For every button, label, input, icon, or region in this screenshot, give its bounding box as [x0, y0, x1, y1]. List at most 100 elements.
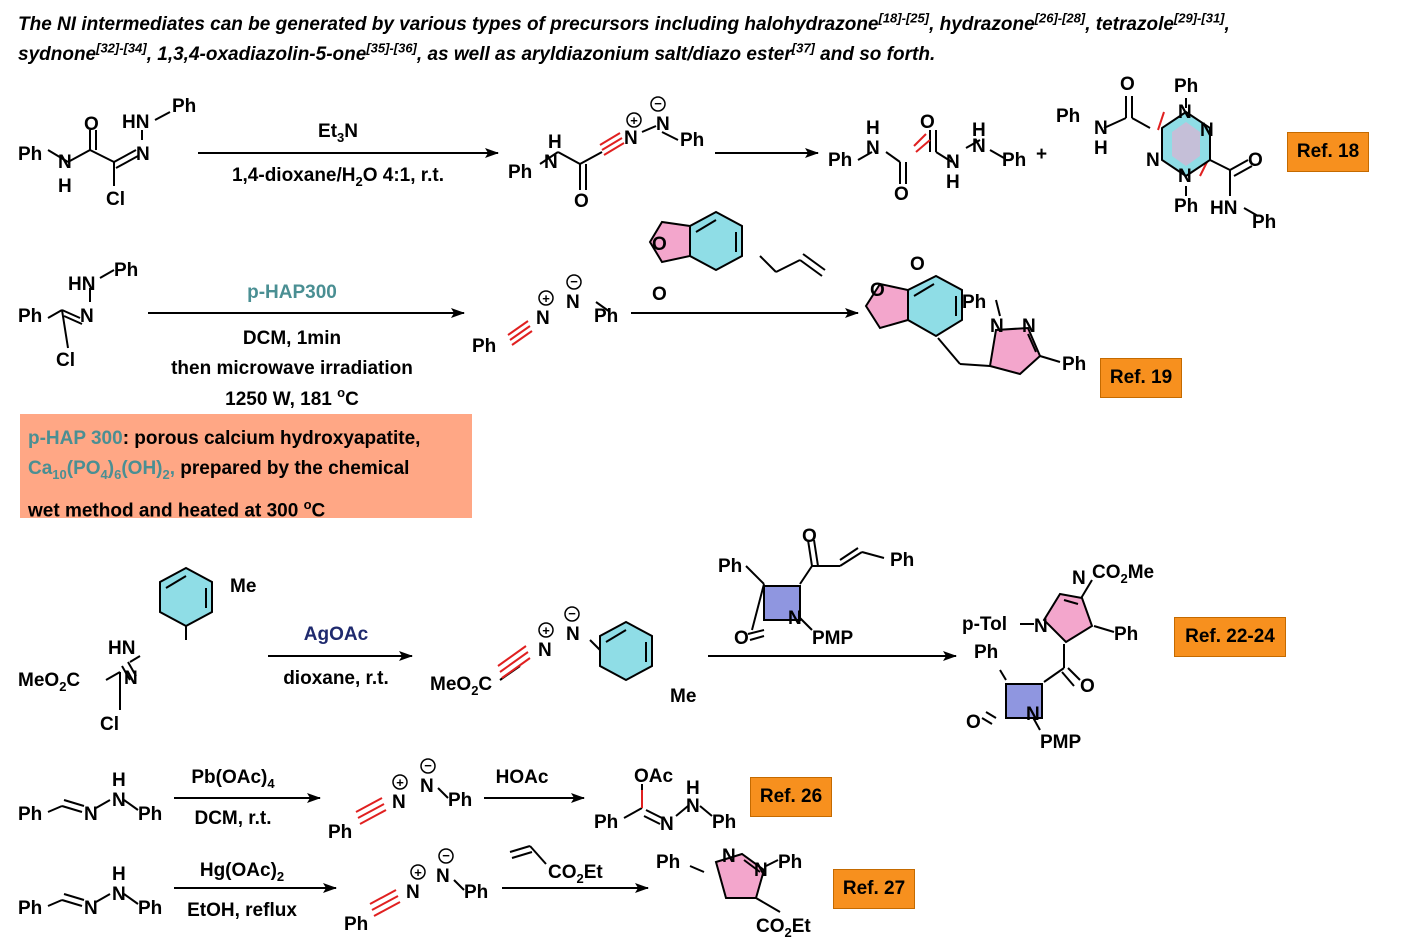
atom-label: Ph — [138, 804, 162, 825]
atom-label: N — [946, 152, 960, 173]
charge-label: + — [542, 623, 550, 638]
atom-label: H — [548, 132, 562, 153]
atom-label: Ph — [1056, 106, 1080, 127]
atom-label: H — [1094, 138, 1108, 159]
atom-label: N — [112, 790, 126, 811]
note-text: wet method and heated at 300 — [28, 500, 304, 522]
atom-label: Ph — [328, 822, 352, 843]
atom-label: C — [478, 674, 492, 695]
atom-label: HN — [108, 638, 135, 659]
atom-label: H — [686, 778, 700, 799]
atom-label: MeO — [430, 674, 471, 695]
atom-label: N — [1026, 704, 1040, 725]
atom-label: H — [58, 176, 72, 197]
intro-text: , — [1224, 14, 1230, 35]
condition-solvent: dioxane, r.t. — [283, 668, 389, 689]
intro-text: sydnone — [18, 44, 97, 65]
atom-label: Ph — [962, 292, 986, 313]
ref-badge-26: Ref. 26 — [750, 777, 832, 817]
atom-label: Ph — [472, 336, 496, 357]
atom-label: Cl — [100, 714, 119, 735]
atom-label: O — [966, 712, 981, 733]
atom-label: N — [544, 152, 558, 173]
atom-label: Ph — [778, 852, 802, 873]
atom-label: O — [1120, 74, 1135, 95]
ref-badge-18: Ref. 18 — [1287, 132, 1369, 172]
condition-reagent: Pb(OAc)4 — [191, 767, 275, 791]
atom-label: MeO — [18, 670, 59, 691]
atom-label: Ph — [508, 162, 532, 183]
note-text: prepared by the chemical — [175, 458, 410, 479]
atom-label: N — [1022, 316, 1036, 337]
formula: Ca10(PO4)6(OH)2, — [28, 458, 176, 482]
atom-label: N — [660, 814, 674, 835]
atom-label: CO — [756, 916, 785, 937]
atom-label: Ph — [18, 804, 42, 825]
atom-label: N — [420, 776, 434, 797]
atom-label: 2 — [1121, 571, 1128, 586]
atom-label: N — [1094, 118, 1108, 139]
citation: [32]-[34] — [96, 40, 147, 56]
atom-label: N — [112, 884, 126, 905]
atom-label: Ph — [172, 96, 196, 117]
atom-label: N — [536, 308, 550, 329]
intro-text: , tetrazole — [1085, 14, 1174, 35]
condition-line: 1250 W, 181 oC — [225, 385, 359, 410]
atom-label: Ph — [18, 144, 42, 165]
atom-label: N — [1072, 568, 1086, 589]
atom-label: N — [686, 796, 700, 817]
atom-label: Ph — [464, 882, 488, 903]
citation: [26]-[28] — [1034, 10, 1086, 26]
atom-label: O — [870, 280, 885, 301]
citation: [18]-[25] — [878, 10, 930, 26]
atom-label: Ph — [1174, 76, 1198, 97]
atom-label: N — [392, 792, 406, 813]
atom-label: Ph — [718, 556, 742, 577]
atom-label: HN — [68, 274, 95, 295]
atom-label: N — [1034, 616, 1048, 637]
condition-reagent: HOAc — [496, 767, 549, 788]
atom-label: O — [802, 526, 817, 547]
condition-solvent: EtOH, reflux — [187, 900, 297, 921]
atom-label: N — [124, 668, 138, 689]
ref-badge-27: Ref. 27 — [833, 869, 915, 909]
atom-label: N — [84, 898, 98, 919]
atom-label: HN — [1210, 198, 1237, 219]
intro-text: The NI intermediates can be generated by… — [18, 14, 879, 35]
atom-label: Ph — [1114, 624, 1138, 645]
atom-label: N — [406, 882, 420, 903]
ref-badge-19: Ref. 19 — [1100, 358, 1182, 398]
atom-label: p-Tol — [962, 614, 1007, 635]
condition-catalyst: p-HAP300 — [247, 282, 337, 303]
atom-label: N — [788, 608, 802, 629]
charge-label: − — [442, 848, 450, 863]
atom-label: N — [1178, 166, 1192, 187]
atom-label: N — [58, 152, 72, 173]
atom-label: Ph — [890, 550, 914, 571]
atom-label: Et — [792, 916, 812, 937]
atom-label: N — [538, 640, 552, 661]
atom-label: PMP — [1040, 732, 1082, 753]
atom-label: Ph — [1002, 150, 1026, 171]
condition-reagent: Et3N — [318, 121, 358, 145]
atom-label: 2 — [785, 925, 792, 940]
atom-label: N — [990, 316, 1004, 337]
hap-note-box: p-HAP 300: porous calcium hydroxyapatite… — [20, 414, 472, 522]
atom-label: N — [1146, 150, 1160, 171]
atom-label: Ph — [18, 306, 42, 327]
atom-label: N — [624, 128, 638, 149]
svg-text:CO2Et: CO2Et — [756, 916, 811, 940]
atom-label: O — [652, 234, 667, 255]
atom-label: Me — [670, 686, 696, 707]
note-text: C — [311, 500, 326, 522]
atom-label: Ph — [594, 306, 618, 327]
atom-label: N — [722, 846, 736, 867]
atom-label: Me — [230, 576, 256, 597]
plus-sign: + — [1036, 144, 1047, 165]
atom-label: N — [136, 144, 150, 165]
atom-label: Ph — [974, 642, 998, 663]
charge-label: − — [570, 274, 578, 289]
atom-label: Ph — [1252, 212, 1276, 233]
condition-solvent: DCM, 1min — [243, 328, 341, 349]
